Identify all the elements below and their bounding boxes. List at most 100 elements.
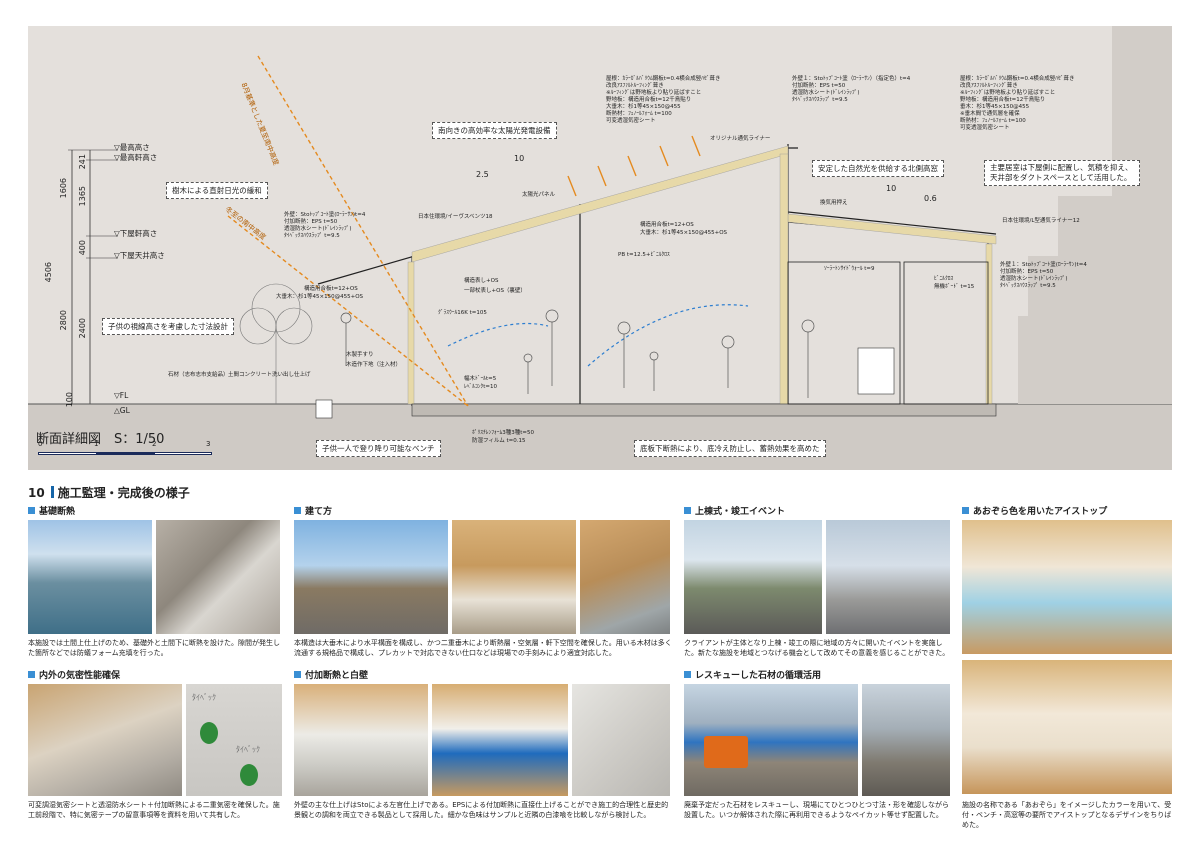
block-title-eyestop: あおぞら色を用いたアイストップ <box>962 504 1107 517</box>
heading-title: 施工監理・完成後の様子 <box>57 486 190 500</box>
caption-airtight: 可変調湿気密シートと透湿防水シート＋付加断熱による二重気密を確保した。施工前段階… <box>28 801 280 819</box>
block-title-foundation: 基礎断熱 <box>28 504 75 517</box>
wall-right-spec: 外壁１：Stoﾄｯﾌﾟｺｰﾄ塗(ﾛｰﾗｰｻﾝ)t=4 付加断熱：EPS t=50… <box>1000 262 1087 290</box>
wall-left-spec: 外壁：Stoﾄｯﾌﾟｺｰﾄ塗(ﾛｰﾗｰｻﾝ)t=4 付加断熱：EPS t=50 … <box>284 212 365 240</box>
spec-line: 可変透湿気密シート <box>960 125 1010 131</box>
note-mineral-board: 無機ﾎﾞｰﾄﾞ t=15 <box>934 284 975 290</box>
level-gl: △GL <box>114 406 130 415</box>
note-wood-base: 木造作下地（注入材） <box>346 362 402 368</box>
wall-upper-spec: 外壁１：Stoﾄｯﾌﾟｺｰﾄ塗（ﾛｰﾗｰｻﾝ）（指定色）t=4 付加断熱：EPS… <box>792 76 910 104</box>
section-title: 断面詳細図 S：1/50 <box>36 432 165 447</box>
caption-ceremony: クライアントが主体となり上棟・竣工の際に地域の方々に開いたイベントを実施した。新… <box>684 639 950 657</box>
spec-line: 野地板：構造用合板t=12千鳥貼り <box>606 97 692 103</box>
scale-tick: 0 <box>38 440 43 448</box>
membrane-print: ﾀｲﾍﾞｯｸ <box>192 693 216 702</box>
photo-eyestop-2 <box>962 660 1172 794</box>
note-concrete-floor: 土間コンクリート洗い出し仕上げ <box>228 372 311 378</box>
photo-whitewall-2 <box>432 684 568 796</box>
spec-line: 断熱材：ﾌｪﾉｰﾙﾌｫｰﾑ t=100 <box>606 111 672 117</box>
note-polystyrene: ﾎﾟﾘｽﾁﾚﾝﾌｫｰﾑ3種3種t=50 <box>472 430 535 436</box>
scale-tick: 2 <box>152 440 157 448</box>
block-title-airtight: 内外の気密性能確保 <box>28 668 120 681</box>
photo-stone-1 <box>684 684 858 796</box>
note-baseboard: 幅木ﾄﾞｰﾙt=5 <box>464 376 497 382</box>
spec-line: 大垂木：杉1等45×150@455 <box>606 104 681 110</box>
photo-foundation-1 <box>28 520 152 634</box>
note-partial-exposed: 一部杖表し+OS（裏壁） <box>464 288 526 294</box>
spec-line: 外壁１：Stoﾄｯﾌﾟｺｰﾄ塗(ﾛｰﾗｰｻﾝ)t=4 <box>1000 262 1087 268</box>
caption-stone: 廃棄予定だった石材をレスキューし、現場にてひとつひとつ寸法・形を確認しながら設置… <box>684 801 950 819</box>
level-max-height: ▽最高高さ <box>114 143 150 152</box>
note-stone: 石材（志布志市支給品） <box>168 372 229 378</box>
callout-main-room: 主要居室は下屋側に配置し、気積を抑え、天井部をダクトスペースとして活用した。 <box>984 160 1140 186</box>
photo-whitewall-1 <box>294 684 428 796</box>
level-lower-ceiling: ▽下屋天井高さ <box>114 251 165 260</box>
caption-foundation: 本施設では土間上仕上げのため、基礎外と土間下に断熱を設けた。隙間が発生した箇所な… <box>28 639 280 657</box>
note-structure-exposed: 構造表し+OS <box>464 278 499 284</box>
excavator-icon <box>704 736 748 768</box>
note-eaves-vents: 日本住環境/イーヴスベンツ18 <box>418 214 493 220</box>
spec-line: 改良ｱｽﾌｧﾙﾄﾙｰﾌｨﾝｸﾞ葺き <box>606 83 664 89</box>
section-svg <box>28 26 1172 470</box>
section-heading: 10 施工監理・完成後の様子 <box>28 484 190 501</box>
spec-line: 透湿防水シート(ﾄﾞﾚｲﾝﾗｯﾌﾟ) <box>284 226 352 232</box>
slope-right-rise: 0.6 <box>924 194 937 203</box>
scale-tick: 3 <box>206 440 211 448</box>
section-drawing: 241 1606 1365 400 4506 2800 2400 100 ▽最高… <box>28 26 1172 470</box>
dim-2800: 2800 <box>59 310 68 331</box>
dim-400: 400 <box>78 240 87 256</box>
note-vinyl: ﾋﾞﾆﾙｸﾛｽ <box>934 276 954 282</box>
slope-left-run: 10 <box>514 154 525 163</box>
photo-framing-2 <box>452 520 576 634</box>
note-plywood-left: 構造用合板t=12+OS <box>304 286 358 292</box>
roof-left-spec: 屋根：ｶﾗｰｶﾞﾙﾊﾞﾘｳﾑ鋼板t=0.4横合成竪ﾊｾﾞ葺き 改良ｱｽﾌｧﾙﾄﾙ… <box>606 76 721 125</box>
level-max-eave: ▽最高軒高さ <box>114 153 158 162</box>
note-solar-panel: 太陽光パネル <box>522 192 556 198</box>
dim-100: 100 <box>65 392 74 408</box>
note-original-liner: オリジナル通気ライナー <box>710 136 771 142</box>
heading-bar <box>50 486 54 498</box>
callout-north-window: 安定した自然光を供給する北側高窓 <box>812 160 944 177</box>
block-title-whitewall: 付加断熱と白壁 <box>294 668 368 681</box>
spec-line: 透湿防水シート(ﾄﾞﾚｲﾝﾗｯﾌﾟ) <box>1000 276 1068 282</box>
spec-line: 外壁：Stoﾄｯﾌﾟｺｰﾄ塗(ﾛｰﾗｰｻﾝ)t=4 <box>284 212 366 218</box>
photo-whitewall-3 <box>572 684 670 796</box>
photo-framing-3 <box>580 520 670 634</box>
note-l-liner: 日本住環境/L型通気ライナー12 <box>1002 218 1080 224</box>
spec-line: 透湿防水シート(ﾄﾞﾚｲﾝﾗｯﾌﾟ) <box>792 90 860 96</box>
level-fl: ▽FL <box>114 391 129 400</box>
photo-ceremony-2 <box>826 520 950 634</box>
roof-right-spec: 屋根：ｶﾗｰｶﾞﾙﾊﾞﾘｳﾑ鋼板t=0.4横合成竪ﾊｾﾞ葺き 改良ｱｽﾌｧﾙﾄﾙ… <box>960 76 1075 132</box>
dim-2400: 2400 <box>78 318 87 339</box>
spec-line: ※ﾙｰﾌｨﾝｸﾞは野地板より貼り延ばすこと <box>606 90 702 96</box>
block-title-ceremony: 上棟式・竣工イベント <box>684 504 785 517</box>
spec-line: 可変透湿気密シート <box>606 118 656 124</box>
scale-bar: 0 1 2 3 <box>38 440 212 456</box>
spec-line: 付加断熱：EPS t=50 <box>792 83 846 89</box>
callout-main-room-text: 主要居室は下屋側に配置し、気積を抑え、天井部をダクトスペースとして活用した。 <box>990 163 1133 182</box>
note-level-concrete: ﾚﾍﾞﾙｺﾝｸt=10 <box>464 384 498 390</box>
note-vapor-film: 防湿フィルム t=0.15 <box>472 438 526 444</box>
photo-stone-2 <box>862 684 950 796</box>
note-pb-1: PB t=12.5+ﾋﾞﾆﾙｸﾛｽ <box>618 252 670 258</box>
note-plywood-center: 構造用合板t=12+OS <box>640 222 694 228</box>
dim-4506: 4506 <box>44 262 53 283</box>
vent-cap-icon <box>200 722 218 744</box>
spec-line: 付加断熱：EPS t=50 <box>1000 269 1054 275</box>
spec-line: 改良ｱｽﾌｧﾙﾄﾙｰﾌｨﾝｸﾞ葺き <box>960 83 1018 89</box>
scale-seg <box>38 452 98 455</box>
scale-tick: 1 <box>94 440 99 448</box>
vent-cap-icon <box>240 764 258 786</box>
note-rafter-left: 大垂木：杉1等45×150@455+OS <box>276 294 364 300</box>
note-vent-holder: 換気用押え <box>820 200 848 206</box>
heading-number: 10 <box>28 486 45 500</box>
callout-bench: 子供一人で登り降り可能なベンチ <box>316 440 441 457</box>
spec-line: ﾀｲﾍﾞｯｸｽﾊｳｽﾗｯﾌﾟ t=9.5 <box>792 97 848 103</box>
block-title-framing: 建て方 <box>294 504 332 517</box>
spec-line: 屋根：ｶﾗｰｶﾞﾙﾊﾞﾘｳﾑ鋼板t=0.4横合成竪ﾊｾﾞ葺き <box>960 76 1075 82</box>
photo-airtight-1 <box>28 684 182 796</box>
note-wood-handrail: 木製手すり <box>346 352 374 358</box>
callout-floor-insulation: 底板下断熱により、底冷え防止し、蓄熱効果を高めた <box>634 440 826 457</box>
note-glasswool: ｸﾞﾗｽｳｰﾙ16K t=105 <box>438 310 487 316</box>
dim-241: 241 <box>78 154 87 170</box>
